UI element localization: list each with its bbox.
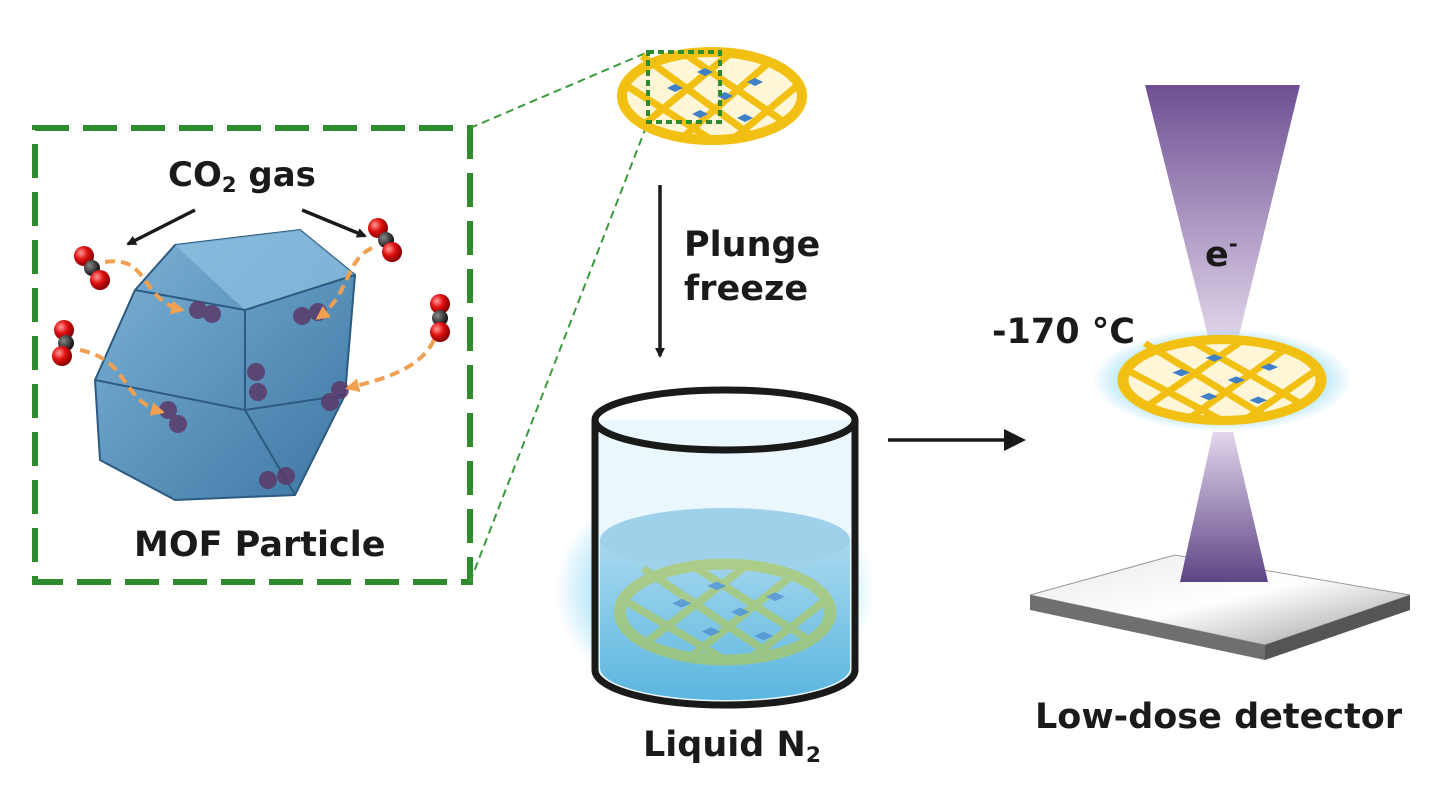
inset-border (32, 125, 473, 585)
plunge-freeze-label-line1: Plunge (684, 225, 821, 265)
liquid-n2-label: Liquid N2 (643, 725, 821, 769)
co2-molecule-icon (430, 294, 450, 342)
co2-arrow-right (301, 208, 367, 238)
zoom-line-bottom (469, 121, 649, 583)
grid-zoom-box (646, 50, 722, 124)
temperature-label: -170 °C (992, 312, 1135, 352)
electron-beam-icon (1145, 85, 1300, 352)
zoom-line-top (469, 51, 649, 129)
co2-molecule-icon (368, 218, 402, 262)
electron-label: e- (1205, 231, 1238, 275)
co2-arrow-left (126, 208, 196, 246)
diffusion-arrow (345, 339, 436, 393)
diffusion-arrow (104, 259, 185, 315)
co2-gas-label: CO2 gas (168, 155, 316, 197)
diffusion-arrow (315, 246, 373, 320)
co2-molecule-icon (52, 320, 74, 366)
plunge-freeze-label-line2: freeze (684, 269, 809, 309)
mof-particle-label: MOF Particle (134, 525, 386, 565)
liquid-nitrogen-dewar-icon (555, 386, 875, 710)
diffusion-arrow (79, 348, 165, 416)
co2-molecule-icon (74, 246, 110, 290)
mof-crystal-icon (93, 228, 357, 502)
detector-plate-icon (1029, 554, 1411, 660)
transmitted-beam (1180, 432, 1268, 582)
tem-grid-icon (1092, 328, 1352, 432)
low-dose-detector-label: Low-dose detector (1035, 697, 1403, 737)
